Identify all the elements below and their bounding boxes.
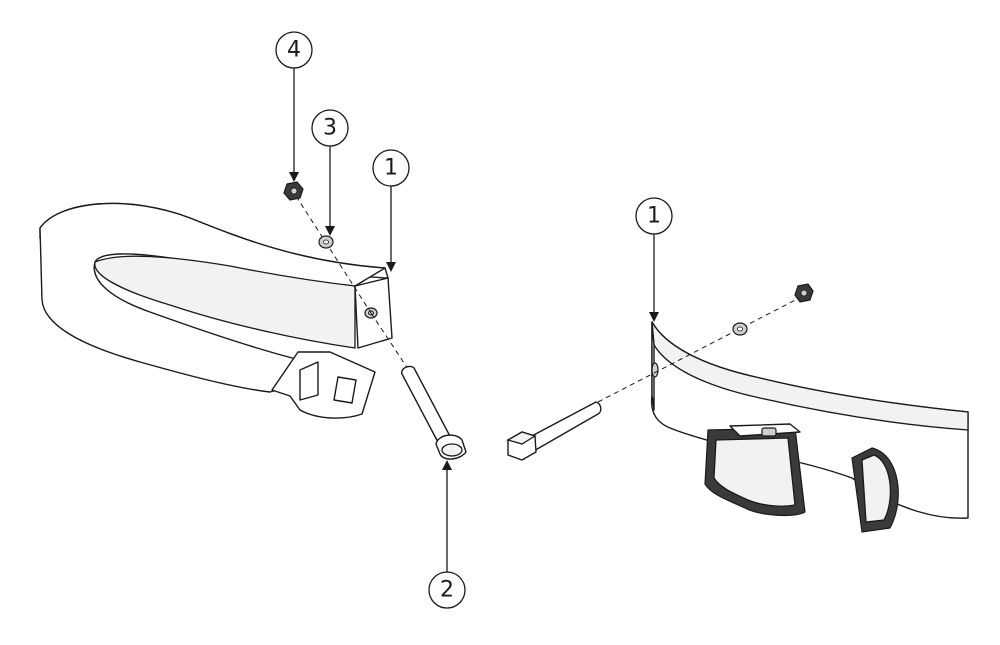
callout-1-left: 1 <box>372 149 410 187</box>
callout-2-label: 2 <box>440 578 454 603</box>
callout-3-label: 3 <box>323 116 337 141</box>
hex-nut-icon <box>283 181 304 201</box>
leader-lines <box>289 68 659 572</box>
right-strap <box>650 321 969 533</box>
callout-4-label: 4 <box>287 38 301 63</box>
washer-icon <box>318 235 334 249</box>
left-strap <box>39 202 393 419</box>
callout-1-right: 1 <box>635 197 673 235</box>
hex-nut-icon <box>794 283 814 303</box>
left-bolt-axis <box>370 312 411 373</box>
callout-4: 4 <box>275 31 313 69</box>
buckle-icon <box>704 423 806 517</box>
d-ring-icon <box>851 447 899 533</box>
callout-1-right-label: 1 <box>647 204 661 229</box>
bolt-icon <box>506 401 602 461</box>
callout-2: 2 <box>428 571 466 609</box>
bolt-icon <box>401 365 467 460</box>
callout-1-left-label: 1 <box>384 156 398 181</box>
right-strap-hole-icon <box>651 362 659 378</box>
right-assembly-axis <box>597 294 806 403</box>
callout-3: 3 <box>311 109 349 147</box>
washer-icon <box>732 322 748 336</box>
